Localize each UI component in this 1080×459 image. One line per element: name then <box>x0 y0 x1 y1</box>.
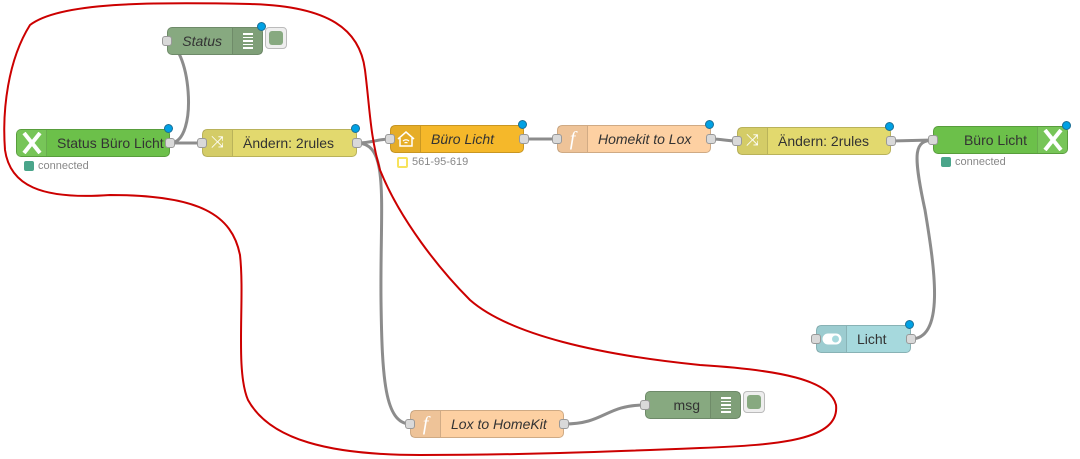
shuffle-icon: ⤨ <box>203 130 233 156</box>
node-label: Büro Licht <box>431 131 495 147</box>
msg-debug-node[interactable]: msg <box>640 391 741 419</box>
wire-change-1-to-lox-to-homekit[interactable] <box>355 141 412 426</box>
input-port[interactable] <box>162 36 172 46</box>
shuffle-icon: ⤨ <box>738 128 768 154</box>
status-debug-toggle-button[interactable] <box>265 27 287 49</box>
function-node-homekit-to-lox[interactable]: f Homekit to Lox <box>552 120 716 153</box>
node-label: Status Büro Licht <box>57 135 164 151</box>
output-port[interactable] <box>519 134 529 144</box>
loxone-out-status: connected <box>941 156 1006 168</box>
msg-debug-toggle-button[interactable] <box>743 391 765 413</box>
toggle-icon <box>817 326 847 352</box>
homekit-status: 561-95-619 <box>397 156 468 168</box>
output-port[interactable] <box>706 134 716 144</box>
changed-indicator <box>164 124 173 133</box>
loxone-x-icon <box>1037 127 1067 153</box>
input-port[interactable] <box>405 419 415 429</box>
input-port[interactable] <box>385 134 395 144</box>
wire-switch-to-loxone-out[interactable] <box>909 138 937 341</box>
changed-indicator <box>885 122 894 131</box>
change-node-1[interactable]: ⤨ Ändern: 2rules <box>197 124 362 157</box>
node-label: Büro Licht <box>963 132 1027 148</box>
output-port[interactable] <box>886 136 896 146</box>
input-port[interactable] <box>732 136 742 146</box>
node-label: Lox to HomeKit <box>451 416 547 432</box>
debug-list-icon <box>232 28 262 54</box>
debug-list-icon <box>710 392 740 418</box>
status-text: connected <box>955 156 1006 168</box>
output-port[interactable] <box>165 138 175 148</box>
changed-indicator <box>518 120 527 129</box>
switch-node-licht[interactable]: Licht <box>811 320 916 353</box>
home-wifi-icon <box>391 126 421 152</box>
status-debug-node[interactable]: Status <box>162 22 266 55</box>
changed-indicator <box>1062 121 1071 130</box>
node-label: Ändern: 2rules <box>243 135 335 151</box>
node-label: Homekit to Lox <box>598 131 692 147</box>
input-port[interactable] <box>197 138 207 148</box>
changed-indicator <box>905 320 914 329</box>
input-port[interactable] <box>552 134 562 144</box>
loxone-in-status: connected <box>24 160 89 172</box>
output-port[interactable] <box>352 138 362 148</box>
function-node-lox-to-homekit[interactable]: f Lox to HomeKit <box>405 410 569 438</box>
node-label: Licht <box>857 331 887 347</box>
status-dot <box>24 161 34 171</box>
node-label: Ändern: 2rules <box>778 133 870 149</box>
homekit-node[interactable]: Büro Licht <box>385 120 529 153</box>
node-label: msg <box>673 397 700 413</box>
loxone-x-icon <box>17 130 47 156</box>
annotation-loop <box>3 2 838 457</box>
status-dot <box>941 157 951 167</box>
function-icon: f <box>558 126 588 152</box>
changed-indicator <box>705 120 714 129</box>
status-text: connected <box>38 160 89 172</box>
loxone-out-node[interactable]: Büro Licht <box>928 121 1071 154</box>
status-ring <box>397 156 408 168</box>
loxone-in-node[interactable]: Status Büro Licht <box>16 124 175 157</box>
input-port[interactable] <box>811 334 821 344</box>
status-text: 561-95-619 <box>412 156 469 168</box>
output-port[interactable] <box>559 419 569 429</box>
wire-fn-to-msg-debug[interactable] <box>562 403 647 426</box>
input-port[interactable] <box>640 400 650 410</box>
input-port[interactable] <box>928 135 938 145</box>
function-icon: f <box>411 411 441 437</box>
output-port[interactable] <box>906 334 916 344</box>
change-node-2[interactable]: ⤨ Ändern: 2rules <box>732 122 896 155</box>
changed-indicator <box>257 22 266 31</box>
changed-indicator <box>351 124 360 133</box>
node-label: Status <box>182 33 222 49</box>
